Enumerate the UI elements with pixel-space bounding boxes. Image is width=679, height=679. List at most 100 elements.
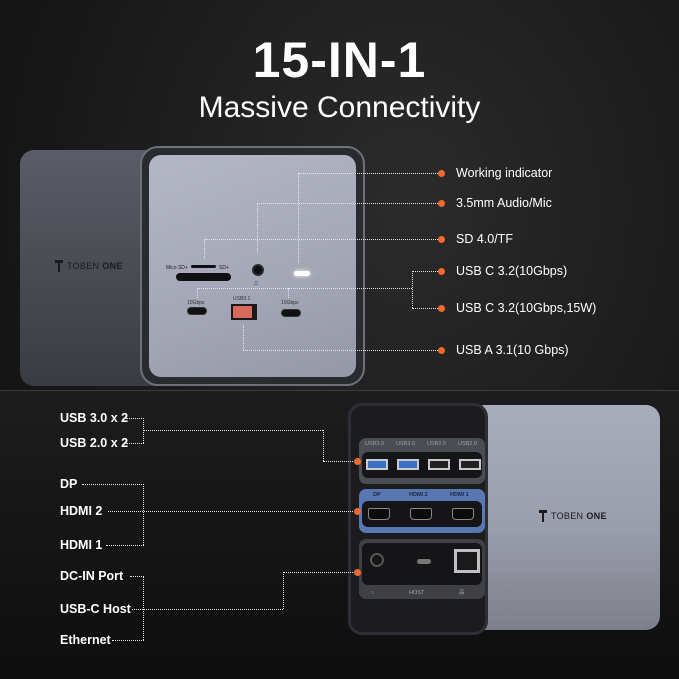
leader-line [197,288,412,289]
brand-name-light: TOBEN [67,261,100,271]
usb-c-port-left [187,307,207,315]
host-marking: HOST [409,590,425,596]
ethernet-port [454,549,480,573]
callout-usb-c-10gbps: USB C 3.2(10Gbps) [456,264,568,278]
headline: 15-IN-1 [252,32,427,88]
callout-dc-in: DC-IN Port [60,569,124,583]
network-icon: 品 [459,590,465,596]
leader-line [283,572,284,609]
callout-dot [354,569,361,576]
tobenone-logo-icon [538,510,548,522]
leader-line [126,418,144,419]
callout-hdmi2: HDMI 2 [60,504,103,518]
leader-line [412,271,442,272]
callout-dp: DP [60,477,78,491]
brand-name-bold: ONE [586,511,607,521]
dp-port [368,508,390,520]
usb-c-port-right [281,309,301,317]
hdmi1-port [452,508,474,520]
callout-sd-tf: SD 4.0/TF [456,232,513,246]
callout-usb30: USB 3.0 x 2 [60,411,129,425]
brand-name-light: TOBEN [551,511,584,521]
usb-marking: USB3.0 [396,441,415,447]
leader-line [323,461,353,462]
leader-line [204,239,205,259]
power-icon: ○ [371,590,375,596]
leader-line [143,576,144,640]
callout-dot [354,458,361,465]
subheadline: Massive Connectivity [198,91,481,124]
hdmi1-marking: HDMI 1 [450,492,469,498]
leader-line [243,325,244,350]
callout-usb-c-15w: USB C 3.2(10Gbps,15W) [456,301,597,315]
micro-sd-slot [191,265,216,268]
usb-marking: USB2.0 [458,441,477,447]
leader-line [108,511,353,512]
micro-sd-marking: Mico SD+ [166,265,188,271]
power-network-group: ○ HOST 品 [359,539,485,599]
leader-line [243,350,442,351]
leader-line [130,576,144,577]
callout-dot [438,200,445,207]
usb2-port [428,459,450,470]
usb-port-row [362,452,482,478]
usb2-port [459,459,481,470]
leader-line [82,484,144,485]
callout-usb20: USB 2.0 x 2 [60,436,129,450]
callout-dot [438,170,445,177]
leader-line [112,640,144,641]
callout-usb-a: USB A 3.1(10 Gbps) [456,343,569,357]
usb-a-marking: USB3.1 [233,296,251,302]
usb-c-host-port [417,559,431,564]
usb-a-port [231,304,257,320]
leader-line [106,545,144,546]
display-port-row [362,501,482,527]
callout-ethernet: Ethernet [60,633,111,647]
dock-top-front-bezel: Mico SD+ SD+ ♫ 10Gbps USB3.1 10Gbps [140,146,365,386]
sd-marking: SD+ [219,265,229,271]
dc-in-port [370,553,384,567]
callout-audio-mic: 3.5mm Audio/Mic [456,196,552,210]
callout-dot [438,347,445,354]
callout-dot [438,236,445,243]
leader-line [298,173,299,263]
callout-working-indicator: Working indicator [456,166,553,180]
dock-rear-face: USB3.0 USB3.0 USB2.0 USB2.0 DP HDMI 2 HD… [348,403,488,635]
leader-line [323,430,324,461]
usb-c-right-marking: 10Gbps [281,300,299,306]
leader-line [143,430,323,431]
leader-line [257,203,442,204]
dock-top-front-face: Mico SD+ SD+ ♫ 10Gbps USB3.1 10Gbps [149,155,356,377]
hdmi2-port [410,508,432,520]
leader-line [204,239,442,240]
brand-name-bold: ONE [102,261,123,271]
leader-line [143,484,144,545]
usb3-port [397,459,419,470]
leader-line [126,443,144,444]
callout-dot [354,508,361,515]
leader-line [197,288,198,298]
callout-hdmi1: HDMI 1 [60,538,103,552]
leader-line [257,203,258,253]
audio-jack [252,264,264,276]
usb-c-left-marking: 10Gbps [187,300,205,306]
leader-line [283,572,353,573]
usb-marking: USB2.0 [427,441,446,447]
usb3-port [366,459,388,470]
power-network-row [362,543,482,585]
leader-line [298,173,442,174]
leader-line [132,609,283,610]
working-indicator-led [294,271,310,276]
usb-marking: USB3.0 [365,441,384,447]
dp-marking: DP [373,492,381,498]
headphone-icon: ♫ [253,280,259,287]
sd-card-slot [176,273,231,281]
leader-line [412,271,413,308]
callout-dot [438,268,445,275]
hdmi2-marking: HDMI 2 [409,492,428,498]
display-port-group: DP HDMI 2 HDMI 1 [359,489,485,533]
